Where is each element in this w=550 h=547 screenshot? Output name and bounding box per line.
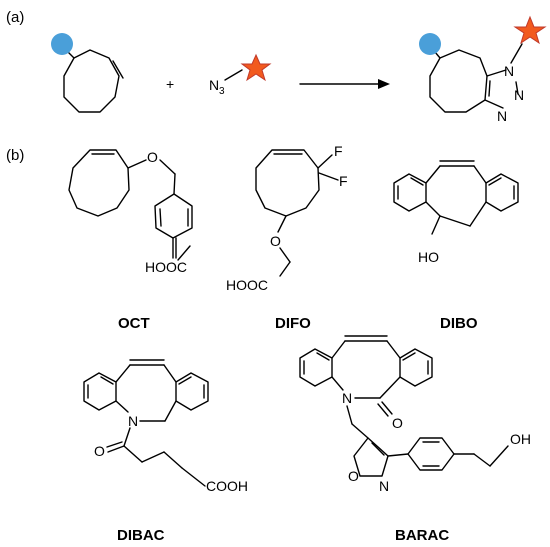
difo-name: DIFO [275,315,311,332]
triazole-n3-label: N [497,108,507,124]
label-circle-icon [51,33,73,55]
dibac-structure: N O COOH DIBAC [83,359,248,544]
barac-iso-n-label: N [379,478,389,494]
barac-n-label: N [342,390,352,406]
label-circle-icon-product [419,33,441,55]
dibac-o-label: O [94,443,105,459]
dibo-oh-label: HO [418,249,439,265]
dibac-n-label: N [128,413,138,429]
barac-structure: N O O N OH BARAC [299,335,531,544]
triazole-n1-label: N [504,63,514,79]
star-icon [240,53,272,82]
difo-acid-label: HOOC [226,277,268,293]
plus-sign: + [166,76,174,92]
difo-f1-label: F [334,143,343,159]
dibo-structure: HO DIBO [393,160,519,332]
panel-b-label: (b) [6,147,24,164]
oct-o-label: O [147,149,158,165]
triazole-n2-label: N [514,87,524,103]
reaction-arrow [299,79,390,89]
barac-name: BARAC [395,527,449,544]
difo-f2-label: F [339,173,348,189]
oct-name: OCT [118,315,150,332]
azide-n-label: N [209,77,219,93]
dibo-name: DIBO [440,315,478,332]
triazole-product: N N N [419,15,547,124]
azide-subscript: 3 [219,86,225,97]
barac-oh-label: OH [510,431,531,447]
oct-acid-label: HOOC [145,259,187,275]
oct-structure: O HOOC OCT [68,149,193,332]
azide-reagent: N 3 [209,53,272,97]
panel-a-label: (a) [6,9,24,26]
dibac-name: DIBAC [117,527,165,544]
cyclooctyne-reactant [51,33,124,113]
difo-structure: F F O HOOC DIFO [226,143,348,332]
difo-o-label: O [270,233,281,249]
barac-o-label: O [392,415,403,431]
barac-iso-o-label: O [348,468,359,484]
star-icon-product [513,15,547,45]
dibac-acid-label: COOH [206,478,248,494]
